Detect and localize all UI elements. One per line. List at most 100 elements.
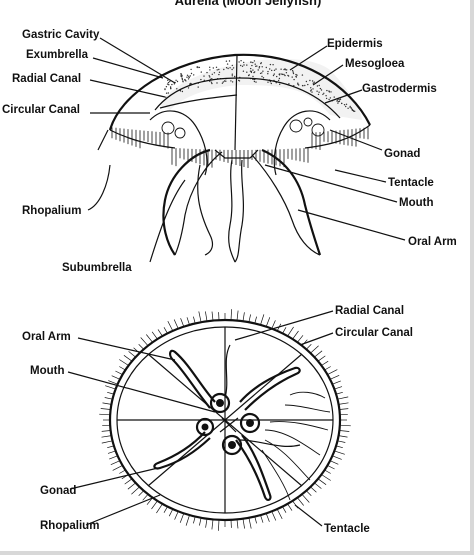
gastric-pouch-right (273, 110, 331, 176)
mesogloea-dot (193, 74, 195, 76)
mesogloea-dot (167, 79, 169, 82)
mesogloea-dot (285, 69, 287, 71)
top-tentacle-strand (327, 465, 335, 470)
top-tentacle-strand (173, 319, 179, 329)
mesogloea-dot (292, 71, 294, 73)
mesogloea-dot (216, 69, 218, 71)
top-tentacle-strand (260, 314, 265, 326)
leader-mouth (264, 164, 398, 203)
mesogloea-dot (250, 67, 252, 70)
leader-subumbrella (149, 179, 186, 263)
mesogloea-dot (246, 71, 248, 73)
mesogloea-dot (337, 102, 339, 104)
mesogloea-dot (261, 66, 263, 68)
mesogloea-dot (253, 80, 256, 83)
top-tentacle-strand (265, 513, 270, 522)
oral-arm-left-outer (162, 148, 211, 256)
mesogloea-dot (312, 82, 314, 84)
mesogloea-dot (222, 81, 224, 83)
mesogloea-dot (269, 68, 271, 70)
mesogloea-dot (281, 73, 283, 75)
mesogloea-dot (278, 74, 281, 76)
mesogloea-dot (231, 81, 234, 83)
top-tentacle-strand (110, 460, 121, 466)
mesogloea-dot (272, 63, 274, 66)
label-gastrodermis: Gastrodermis (362, 83, 437, 95)
top-tentacle-strand (334, 450, 345, 455)
top-tentacle-strand (142, 494, 149, 501)
mesogloea-dot (285, 72, 288, 74)
leader-gastrodermis (324, 89, 363, 104)
mesogloea-dot (347, 107, 349, 110)
mesogloea-dot (325, 95, 327, 97)
top-tentacle-strand (156, 503, 163, 514)
top-tentacle-strand (336, 445, 343, 449)
mesogloea-dot (210, 81, 213, 84)
rhopalium-marker (97, 129, 109, 151)
mesogloea-dot (333, 96, 335, 98)
mesogloea-dot (241, 65, 244, 68)
mesogloea-dot (243, 64, 245, 66)
top-leader-gonad (69, 467, 159, 490)
mesogloea-dot (211, 82, 213, 85)
mesogloea-dot (212, 67, 214, 69)
mesogloea-dot (209, 76, 211, 78)
top-tentacle-strand (314, 482, 322, 489)
mesogloea-dot (229, 67, 231, 69)
mesogloea-dot (283, 68, 285, 71)
mesogloea-dot (326, 89, 328, 92)
top-tentacle-strand (317, 355, 326, 362)
top-leader-mouth (67, 371, 216, 413)
mesogloea-dot (203, 75, 205, 77)
top-tentacle-strand (339, 413, 348, 416)
mesogloea-dot (287, 75, 290, 77)
top-tentacle-strand (193, 516, 196, 524)
mesogloea-dot (167, 81, 170, 84)
leader-mesogloea (312, 64, 344, 86)
mesogloea-dot (283, 73, 285, 76)
bell-inner (154, 77, 341, 119)
radial-canal-left (159, 94, 238, 109)
top-tentacle-strand (282, 506, 287, 513)
mesogloea-dot (240, 60, 242, 62)
leader-gastric-cavity (99, 37, 176, 84)
mesogloea-dot (307, 83, 309, 86)
mesogloea-dot (328, 90, 330, 92)
top-tentacle-strand (248, 517, 252, 529)
top-tentacle-strand (276, 508, 283, 520)
top-tentacle-strand (324, 469, 331, 474)
mesogloea-dot (176, 80, 179, 83)
mesogloea-dot (350, 107, 352, 109)
mesogloea-dot (253, 60, 256, 62)
mesogloea-dot (211, 73, 213, 76)
mesogloea-dot (190, 68, 192, 71)
top-tentacle-strand (310, 345, 319, 354)
leader-epidermis (289, 45, 328, 71)
mesogloea-dot (256, 65, 258, 67)
leader-rhopalium (87, 164, 111, 211)
top-tentacle-strand (287, 503, 293, 511)
oral-arm-left-inner (174, 151, 223, 256)
mesogloea-dot (309, 90, 312, 92)
bell-mesogloea (160, 58, 362, 120)
mesogloea-dot (271, 69, 273, 72)
mesogloea-dot (167, 92, 169, 94)
mesogloea-dot (209, 66, 211, 69)
mesogloea-dot (288, 83, 290, 85)
mesogloea-dot (259, 72, 262, 75)
mesogloea-dot (228, 60, 231, 62)
mesogloea-dot (262, 77, 265, 79)
label-gastric-cavity: Gastric Cavity (22, 29, 100, 41)
top-oral-arm-4 (153, 431, 211, 470)
mesogloea-dot (234, 75, 236, 78)
label-oral-arm: Oral Arm (408, 236, 457, 248)
top-tentacle-strand (339, 430, 350, 432)
mesogloea-dot (269, 81, 271, 83)
top-tentacle-strand (282, 327, 287, 334)
mesogloea-dot (206, 71, 208, 74)
mesogloea-dot (246, 64, 248, 66)
top-label-rhopalium: Rhopalium (40, 520, 99, 532)
mesogloea-dot (304, 84, 306, 87)
label-mouth: Mouth (399, 197, 433, 209)
mesogloea-dot (336, 100, 338, 102)
